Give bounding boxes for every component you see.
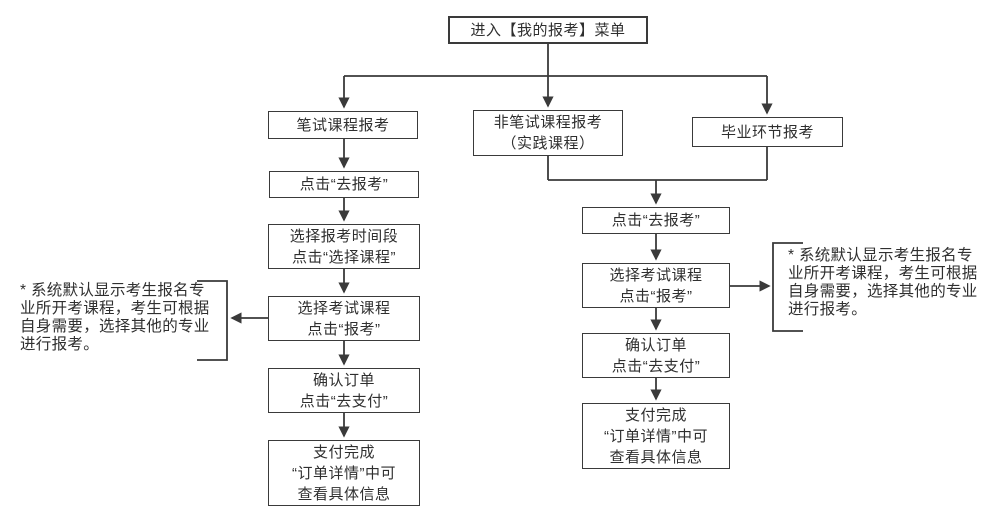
node-right-click-go-register: 点击“去报考” bbox=[582, 207, 730, 234]
left-note-bracket bbox=[197, 280, 228, 361]
node-right-select-exam-course: 选择考试课程 点击“报考” bbox=[582, 263, 730, 308]
node-left-confirm-order: 确认订单 点击“去支付” bbox=[268, 368, 420, 413]
note-right-default-courses: * 系统默认显示考生报名专 业所开考课程，考生可根据 自身需要，选择其他的专业 … bbox=[788, 247, 978, 318]
right-note-bracket bbox=[772, 242, 803, 332]
node-left-select-time-period: 选择报考时间段 点击“选择课程” bbox=[268, 224, 420, 269]
node-written-course-registration: 笔试课程报考 bbox=[268, 111, 418, 139]
node-right-confirm-order: 确认订单 点击“去支付” bbox=[582, 333, 730, 378]
node-enter-my-registration-menu: 进入【我的报考】菜单 bbox=[448, 16, 648, 44]
node-left-select-exam-course: 选择考试课程 点击“报考” bbox=[268, 296, 420, 341]
node-left-click-go-register: 点击“去报考” bbox=[269, 171, 419, 198]
node-left-payment-complete: 支付完成 “订单详情”中可 查看具体信息 bbox=[268, 440, 420, 506]
node-non-written-course-registration: 非笔试课程报考 （实践课程） bbox=[473, 110, 623, 156]
node-right-payment-complete: 支付完成 “订单详情”中可 查看具体信息 bbox=[582, 403, 730, 469]
node-graduation-stage-registration: 毕业环节报考 bbox=[692, 117, 843, 147]
note-left-default-courses: * 系统默认显示考生报名专 业所开考课程，考生可根据 自身需要，选择其他的专业 … bbox=[20, 282, 210, 353]
